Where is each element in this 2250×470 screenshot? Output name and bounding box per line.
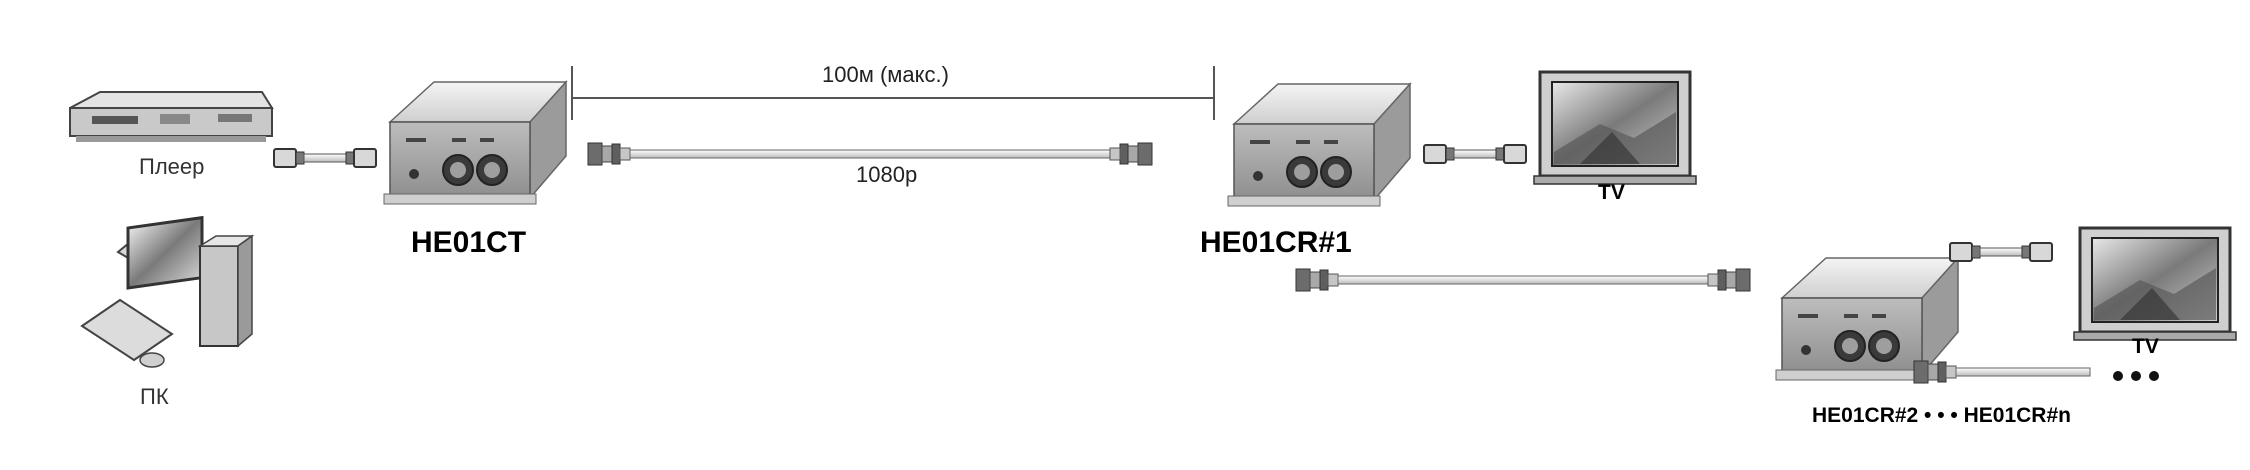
bnc-coax-cable-icon (1295, 268, 1751, 292)
hdmi-cable-icon (1949, 242, 2053, 262)
player-label: Плеер (139, 154, 205, 179)
distance-dimension-line (571, 66, 1215, 120)
tv2-label: TV (2132, 335, 2159, 358)
desktop-pc-icon (80, 215, 255, 368)
continuation-dots (2113, 371, 2159, 381)
transmitter-box-icon (383, 81, 567, 205)
dvd-player-icon (69, 91, 274, 142)
transmitter-label: HE01CT (411, 226, 527, 259)
distance-label: 100м (макс.) (822, 62, 949, 87)
resolution-label: 1080p (856, 162, 918, 187)
pc-label: ПК (140, 384, 169, 409)
receiver-chain-label: HE01CR#2 • • • HE01CR#n (1812, 404, 2071, 427)
hdmi-cable-icon (273, 148, 377, 168)
bnc-coax-cable-icon (587, 142, 1153, 166)
receiver2-box-icon (1775, 257, 1959, 381)
bnc-coax-cable-icon (1913, 360, 2091, 384)
hdmi-cable-icon (1423, 144, 1527, 164)
flat-panel-tv-icon (2072, 226, 2238, 342)
flat-panel-tv-icon (1532, 70, 1698, 186)
tv1-label: TV (1598, 181, 1625, 204)
receiver1-box-icon (1227, 83, 1411, 207)
receiver1-label: HE01CR#1 (1200, 226, 1352, 259)
